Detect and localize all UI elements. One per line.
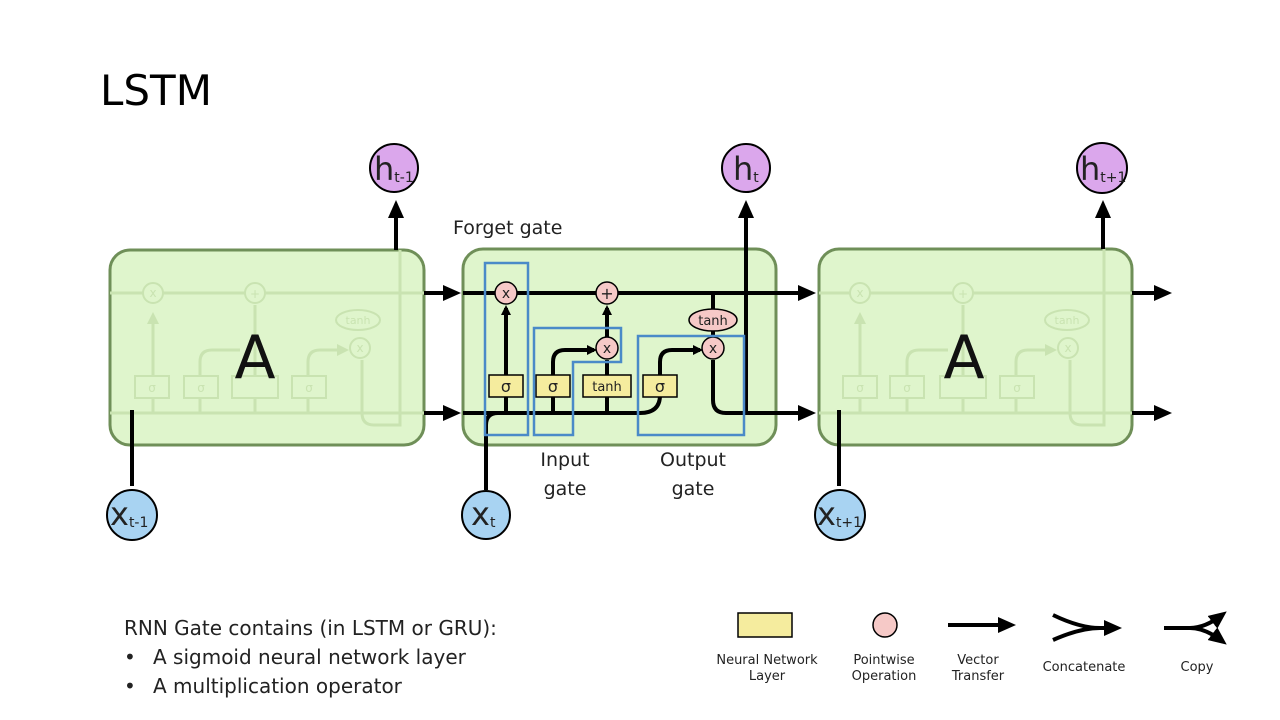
pointwise-tanh-op bbox=[688, 308, 738, 332]
notes-heading: RNN Gate contains (in LSTM or GRU): bbox=[124, 616, 497, 640]
input-multiply-op bbox=[595, 336, 619, 360]
input-gate-label-line1: Input bbox=[540, 449, 589, 471]
svg-text:tanh: tanh bbox=[698, 314, 728, 329]
svg-text:Copy: Copy bbox=[1181, 660, 1214, 675]
input-sigmoid-layer bbox=[535, 374, 571, 398]
legend-concatenate-arrow bbox=[1052, 613, 1122, 642]
add-op bbox=[595, 281, 619, 305]
legend-pointwise-swatch bbox=[872, 612, 898, 638]
output-gate-label-line2: gate bbox=[672, 478, 715, 500]
legend: Neural Network Layer Pointwise Operation… bbox=[716, 611, 1227, 684]
output-gate-box bbox=[636, 334, 746, 437]
legend-copy-arrow bbox=[1164, 611, 1227, 645]
svg-text:+: + bbox=[250, 287, 260, 301]
input-gate-label-line2: gate bbox=[544, 478, 587, 500]
legend-nn-layer-swatch bbox=[737, 612, 793, 638]
svg-text:σ: σ bbox=[548, 377, 558, 396]
svg-text:ht: ht bbox=[733, 150, 759, 188]
output-sigmoid-layer bbox=[642, 374, 678, 398]
svg-text:x: x bbox=[149, 286, 156, 300]
center-lstm-cell: x + x x tanh σ σ tanh σ bbox=[461, 200, 816, 490]
output-gate-label-line1: Output bbox=[660, 449, 726, 471]
svg-text:ht-1: ht-1 bbox=[374, 150, 414, 188]
output-h-t-minus-1: ht-1 bbox=[369, 143, 419, 193]
tanh-layer bbox=[582, 374, 632, 398]
notes-list: A sigmoid neural network layer A multipl… bbox=[124, 643, 497, 701]
svg-text:+: + bbox=[600, 284, 613, 303]
svg-text:Vector: Vector bbox=[957, 653, 999, 668]
svg-text:σ: σ bbox=[856, 381, 864, 395]
svg-text:Transfer: Transfer bbox=[951, 669, 1005, 684]
output-h-t-plus-1: ht+1 bbox=[1076, 142, 1128, 194]
svg-text:x: x bbox=[502, 286, 510, 302]
svg-text:x: x bbox=[709, 341, 717, 357]
svg-text:σ: σ bbox=[903, 381, 911, 395]
svg-text:tanh: tanh bbox=[346, 314, 371, 327]
svg-text:σ: σ bbox=[197, 381, 205, 395]
left-lstm-cell: x + x tanh σ σ σ A bbox=[108, 200, 426, 486]
svg-text:Neural Network: Neural Network bbox=[716, 653, 818, 668]
svg-text:σ: σ bbox=[148, 381, 156, 395]
svg-text:tanh: tanh bbox=[1055, 314, 1080, 327]
svg-text:σ: σ bbox=[1013, 381, 1021, 395]
svg-text:Concatenate: Concatenate bbox=[1043, 660, 1126, 675]
svg-text:σ: σ bbox=[501, 377, 511, 396]
svg-text:tanh: tanh bbox=[592, 380, 622, 395]
svg-text:+: + bbox=[958, 287, 968, 301]
svg-text:ht+1: ht+1 bbox=[1080, 150, 1126, 188]
svg-text:σ: σ bbox=[655, 377, 665, 396]
notes-item: A sigmoid neural network layer bbox=[124, 643, 497, 672]
svg-text:x: x bbox=[356, 341, 363, 355]
forget-gate-label: Forget gate bbox=[453, 217, 562, 239]
svg-text:Pointwise: Pointwise bbox=[853, 653, 914, 668]
svg-text:xt+1: xt+1 bbox=[817, 495, 862, 533]
forget-gate-box bbox=[483, 261, 530, 437]
svg-text:Operation: Operation bbox=[852, 669, 917, 684]
forget-sigmoid-layer bbox=[488, 374, 524, 398]
notes-item: A multiplication operator bbox=[124, 672, 497, 701]
right-lstm-cell: x + x tanh σ σ σ A bbox=[817, 200, 1172, 486]
output-h-t: ht bbox=[721, 143, 771, 193]
slide-title: LSTM bbox=[100, 66, 212, 115]
svg-text:x: x bbox=[856, 286, 863, 300]
svg-text:xt: xt bbox=[471, 495, 496, 533]
input-x-t: xt bbox=[461, 490, 511, 540]
forget-multiply-op bbox=[494, 281, 518, 305]
input-gate-box bbox=[532, 326, 623, 437]
svg-text:xt-1: xt-1 bbox=[110, 495, 148, 533]
left-cell-label: A bbox=[234, 323, 275, 393]
input-x-t-plus-1: xt+1 bbox=[814, 489, 866, 541]
input-x-t-minus-1: xt-1 bbox=[106, 489, 158, 541]
gate-notes: RNN Gate contains (in LSTM or GRU): A si… bbox=[124, 614, 497, 701]
right-cell-label: A bbox=[943, 323, 984, 393]
svg-text:x: x bbox=[603, 341, 611, 357]
svg-text:Layer: Layer bbox=[749, 669, 786, 684]
svg-text:x: x bbox=[1064, 341, 1071, 355]
svg-text:σ: σ bbox=[305, 381, 313, 395]
